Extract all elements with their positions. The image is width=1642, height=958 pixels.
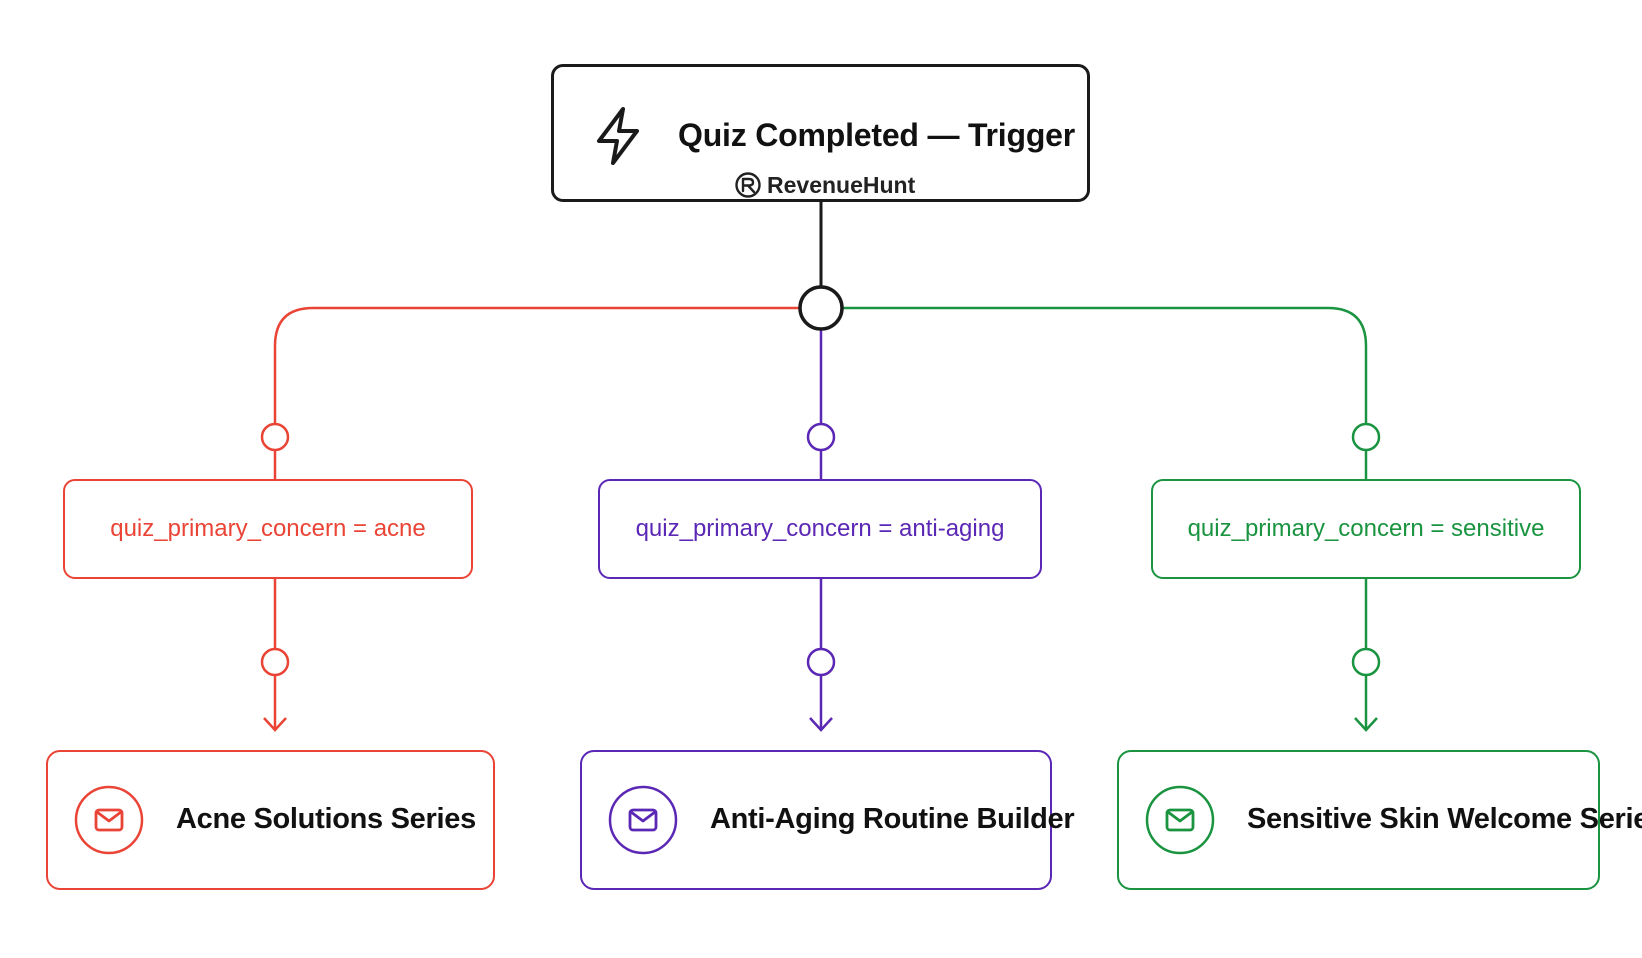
branch-line-acne [273, 306, 799, 424]
node-dot-aging-top [806, 422, 836, 452]
brand-name: RevenueHunt [767, 171, 916, 198]
split-node[interactable] [798, 285, 844, 331]
envelope-icon [1145, 785, 1215, 855]
arrowhead-aging [809, 717, 833, 732]
node-dot-sensitive-top [1351, 422, 1381, 452]
condition-sensitive[interactable]: quiz_primary_concern = sensitive [1151, 479, 1581, 579]
trigger-title: Quiz Completed — Trigger [678, 117, 1076, 153]
node-dot-acne-top [260, 422, 290, 452]
arrowhead-acne [263, 717, 287, 732]
series-anti-aging-routine[interactable]: Anti-Aging Routine Builder [580, 750, 1075, 890]
series-acne-solutions[interactable]: Acne Solutions Series [46, 750, 495, 890]
condition-anti-aging[interactable]: quiz_primary_concern = anti-aging [598, 479, 1042, 579]
series-sensitive-skin-welcome[interactable]: Sensitive Skin Welcome Series [1117, 750, 1642, 890]
lightning-bolt-icon [597, 107, 639, 165]
node-dot-acne-bottom [260, 647, 290, 677]
node-dot-aging-bottom [806, 647, 836, 677]
condition-acne[interactable]: quiz_primary_concern = acne [63, 479, 473, 579]
brand-logo: RevenueHunt [734, 171, 915, 199]
envelope-icon [608, 785, 678, 855]
arrowhead-sensitive [1354, 717, 1378, 732]
envelope-icon [74, 785, 144, 855]
series-label-acne: Acne Solutions Series [176, 803, 476, 835]
series-label-sensitive: Sensitive Skin Welcome Series [1247, 803, 1642, 835]
node-dot-sensitive-bottom [1351, 647, 1381, 677]
series-label-anti-aging: Anti-Aging Routine Builder [710, 803, 1075, 835]
branch-line-sensitive [843, 306, 1368, 424]
revenuehunt-logo-icon [735, 172, 761, 198]
trigger-node[interactable]: Quiz Completed — Trigger RevenueHunt [551, 64, 1090, 202]
